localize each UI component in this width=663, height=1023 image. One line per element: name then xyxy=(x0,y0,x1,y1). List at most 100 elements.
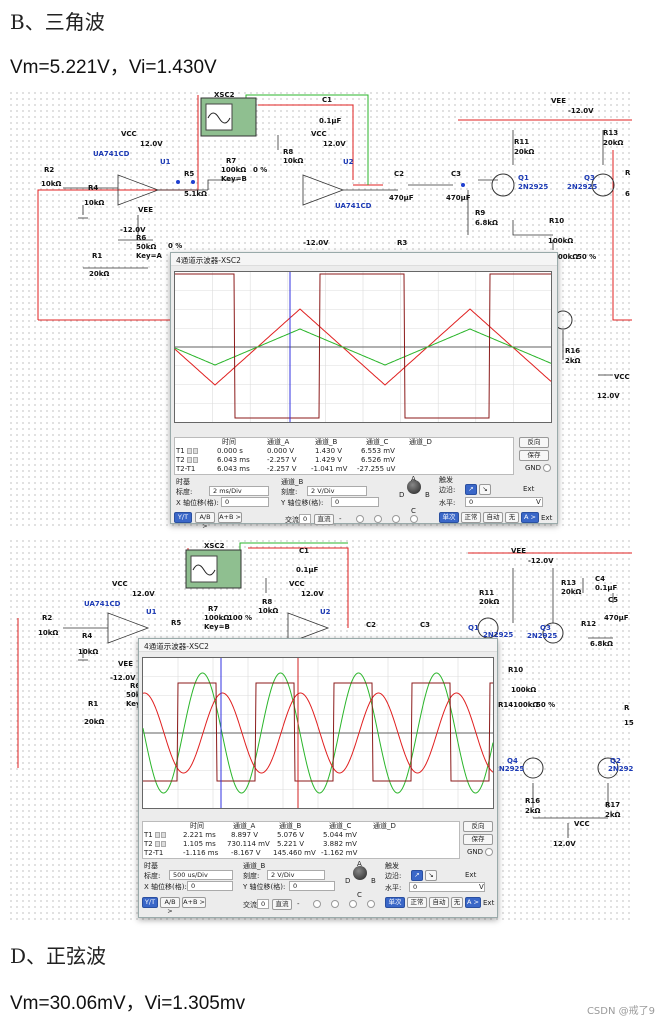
svg-text:R10: R10 xyxy=(508,666,523,674)
reverse-button[interactable]: 反向 xyxy=(463,821,493,832)
x-offset-field[interactable]: 0 xyxy=(187,881,233,891)
ch-radio[interactable] xyxy=(374,515,382,523)
channel-select-knob[interactable] xyxy=(407,480,421,494)
trigger-level-field[interactable]: 0 xyxy=(465,497,543,507)
gnd-label: GND xyxy=(525,464,542,472)
timebase-scale-field[interactable]: 2 ms/Div xyxy=(209,486,269,496)
ch-radio[interactable] xyxy=(331,900,339,908)
cursor-left-arrow[interactable] xyxy=(187,457,192,463)
svg-text:VEE: VEE xyxy=(551,97,566,105)
auto-button[interactable]: 自动 xyxy=(429,897,449,908)
wire xyxy=(258,104,354,180)
edge-rise-button[interactable]: ↗ xyxy=(411,870,423,881)
ch-radio[interactable] xyxy=(349,900,357,908)
svg-text:R7: R7 xyxy=(208,605,218,613)
channel-scale-field[interactable]: 2 V/Div xyxy=(267,870,325,880)
timebase-scale-field[interactable]: 500 us/Div xyxy=(169,870,233,880)
svg-text:6.8kΩ: 6.8kΩ xyxy=(475,219,498,227)
svg-text:2N292: 2N292 xyxy=(608,765,633,773)
channel-scale-field[interactable]: 2 V/Div xyxy=(307,486,367,496)
none-button[interactable]: 无 xyxy=(505,512,519,523)
svg-text:R6: R6 xyxy=(136,234,146,242)
svg-text:0.1µF: 0.1µF xyxy=(296,566,319,574)
ch-radio[interactable] xyxy=(410,515,418,523)
edge-rise-button[interactable]: ↗ xyxy=(465,484,477,495)
a-plus-b-button[interactable]: A+B > xyxy=(182,897,206,908)
oscilloscope-screen[interactable] xyxy=(142,657,494,809)
gnd-radio[interactable] xyxy=(543,464,551,472)
y-offset-field[interactable]: 0 xyxy=(331,497,379,507)
triangle-measurement: Vm=5.221V，Vi=1.430V xyxy=(10,57,217,78)
svg-text:R2: R2 xyxy=(42,614,52,622)
svg-text:10kΩ: 10kΩ xyxy=(283,157,303,165)
svg-text:UA741CD: UA741CD xyxy=(335,202,372,210)
svg-text:50 %: 50 % xyxy=(536,701,555,709)
a-trigger-button[interactable]: A > xyxy=(465,897,481,908)
cursor-right-arrow[interactable] xyxy=(193,457,198,463)
ac-zero-field[interactable]: 0 xyxy=(257,899,269,909)
y-offset-field[interactable]: 0 xyxy=(289,881,335,891)
ch-radio[interactable] xyxy=(392,515,400,523)
svg-text:5.1kΩ: 5.1kΩ xyxy=(184,190,207,198)
trace-channel-a xyxy=(174,308,552,386)
cursor-right-arrow[interactable] xyxy=(161,832,166,838)
ab-button[interactable]: A/B > xyxy=(160,897,180,915)
ch-radio[interactable] xyxy=(356,515,364,523)
svg-text:12.0V: 12.0V xyxy=(597,392,620,400)
gnd-label: GND xyxy=(467,848,484,856)
svg-text:R2: R2 xyxy=(44,166,54,174)
dc-button[interactable]: 直流 xyxy=(272,899,292,910)
schematic-triangle: XSC2 C1 0.1µF VEE -12.0V VCC 12.0V R11 2… xyxy=(37,91,632,400)
svg-text:-12.0V: -12.0V xyxy=(303,239,329,247)
trace-channel-c xyxy=(143,682,493,782)
a-trigger-button[interactable]: A > xyxy=(521,512,539,523)
svg-text:Q3: Q3 xyxy=(584,174,595,182)
svg-text:VEE: VEE xyxy=(118,660,133,668)
trigger-level-field[interactable]: 0 xyxy=(409,882,485,892)
svg-text:100 %: 100 % xyxy=(228,614,252,622)
svg-text:R: R xyxy=(625,169,631,177)
opamp-u2 xyxy=(302,174,345,206)
svg-text:R4: R4 xyxy=(88,184,98,192)
ch-radio[interactable] xyxy=(313,900,321,908)
cursor-left-arrow[interactable] xyxy=(155,832,160,838)
channel-select-knob[interactable] xyxy=(353,866,367,880)
svg-text:C2: C2 xyxy=(394,170,404,178)
save-button[interactable]: 保存 xyxy=(463,834,493,845)
dc-button[interactable]: 直流 xyxy=(314,514,334,525)
svg-text:12.0V: 12.0V xyxy=(132,590,155,598)
ab-button[interactable]: A/B > xyxy=(195,512,215,530)
transistor-q3 xyxy=(542,622,564,644)
single-button[interactable]: 单次 xyxy=(439,512,459,523)
normal-button[interactable]: 正常 xyxy=(461,512,481,523)
a-plus-b-button[interactable]: A+B > xyxy=(218,512,242,523)
none-button[interactable]: 无 xyxy=(451,897,463,908)
single-button[interactable]: 单次 xyxy=(385,897,405,908)
svg-text:VCC: VCC xyxy=(289,580,305,588)
normal-button[interactable]: 正常 xyxy=(407,897,427,908)
gnd-radio[interactable] xyxy=(485,848,493,856)
save-button[interactable]: 保存 xyxy=(519,450,549,461)
transistor-q4 xyxy=(522,757,544,779)
oscilloscope-screen[interactable] xyxy=(174,271,552,423)
svg-text:100kΩ: 100kΩ xyxy=(548,237,573,245)
auto-button[interactable]: 自动 xyxy=(483,512,503,523)
edge-fall-button[interactable]: ↘ xyxy=(479,484,491,495)
ac-zero-field[interactable]: 0 xyxy=(299,514,311,524)
cursor-left-arrow[interactable] xyxy=(187,448,192,454)
cursor-right-arrow[interactable] xyxy=(193,448,198,454)
yt-button[interactable]: Y/T xyxy=(142,897,158,908)
cursor-left-arrow[interactable] xyxy=(155,841,160,847)
svg-text:20kΩ: 20kΩ xyxy=(603,139,623,147)
reverse-button[interactable]: 反向 xyxy=(519,437,549,448)
svg-text:VEE: VEE xyxy=(511,547,526,555)
cursor-right-arrow[interactable] xyxy=(161,841,166,847)
watermark: CSDN @戒了9 xyxy=(586,1006,655,1017)
edge-fall-button[interactable]: ↘ xyxy=(425,870,437,881)
ch-radio[interactable] xyxy=(367,900,375,908)
x-offset-field[interactable]: 0 xyxy=(221,497,269,507)
yt-button[interactable]: Y/T xyxy=(174,512,192,523)
